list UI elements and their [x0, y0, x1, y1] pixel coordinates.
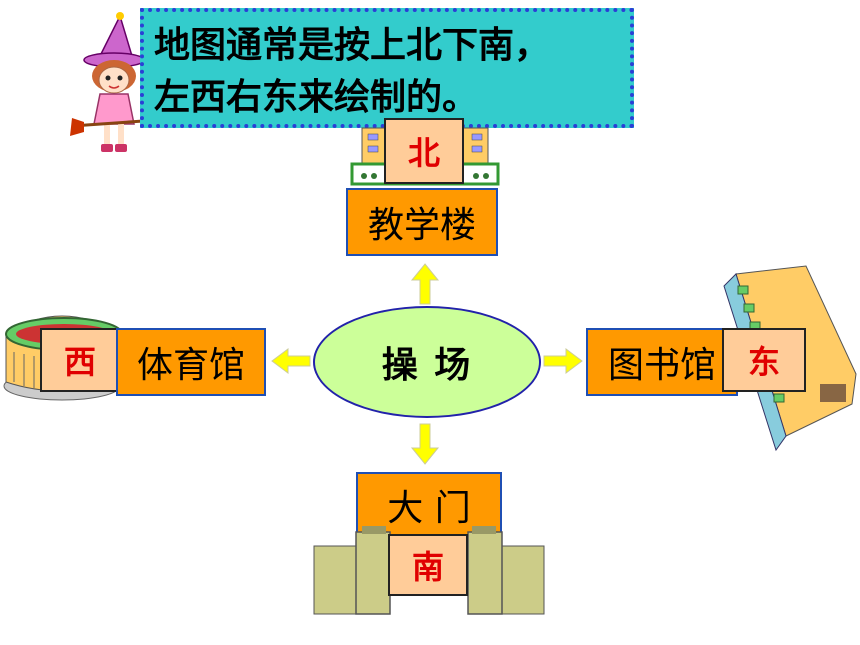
arrow-up-icon: [410, 263, 440, 305]
south-label: 南: [388, 534, 468, 596]
east-label: 东: [722, 328, 806, 392]
east-building-label: 图书馆: [586, 328, 738, 396]
witch-icon: [70, 12, 159, 152]
arrow-right-icon: [543, 348, 583, 374]
playground-ellipse: 操 场: [313, 306, 541, 418]
arrow-down-icon: [410, 423, 440, 465]
north-label: 北: [384, 118, 464, 184]
callout-box: 地图通常是按上北下南， 左西右东来绘制的。: [140, 8, 634, 128]
arrow-left-icon: [271, 348, 311, 374]
west-building-label: 体育馆: [116, 328, 266, 396]
north-building-label: 教学楼: [346, 188, 498, 256]
gate-icon: [313, 526, 545, 615]
callout-line-1: 地图通常是按上北下南，: [154, 25, 551, 66]
west-label: 西: [40, 328, 120, 392]
callout-line-2: 左西右东来绘制的。: [154, 77, 479, 118]
